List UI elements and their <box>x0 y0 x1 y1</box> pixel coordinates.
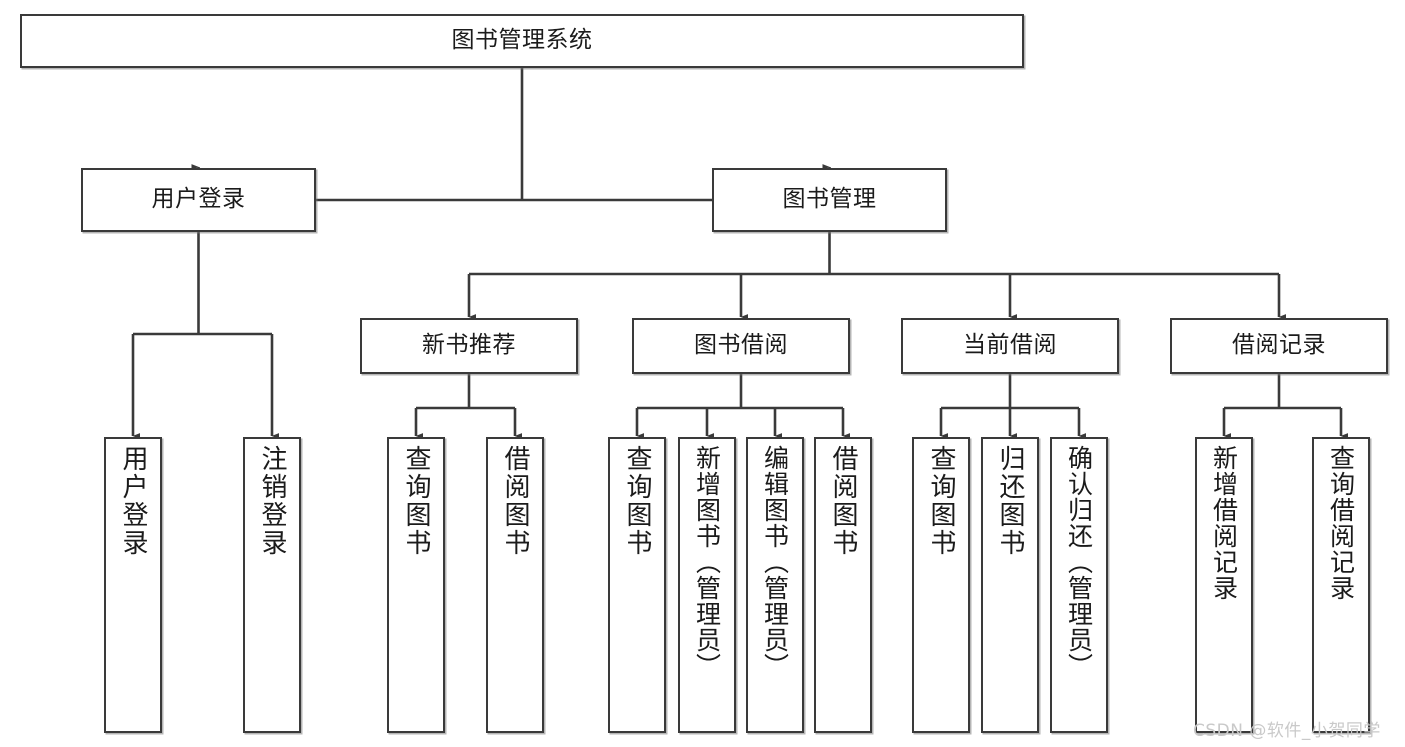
csdn-watermark: CSDN @软件_小贺同学 <box>1193 721 1381 741</box>
node-label: 查询图书 <box>401 445 431 557</box>
node-label: 图书借阅 <box>694 332 788 359</box>
node-leaf-recommend-borrow-book[interactable]: 借阅图书 <box>486 437 544 733</box>
node-leaf-record-add[interactable]: 新增借阅记录 <box>1195 437 1253 733</box>
node-label: 用户登录 <box>151 186 246 213</box>
node-label: 新书推荐 <box>422 332 516 359</box>
node-label: 图书管理系统 <box>451 27 593 54</box>
node-leaf-borrow-borrow-book[interactable]: 借阅图书 <box>814 437 872 733</box>
node-leaf-current-return-book[interactable]: 归还图书 <box>981 437 1039 733</box>
node-label: 确认归还（管理员） <box>1064 445 1094 679</box>
node-label: 注销登录 <box>257 445 287 557</box>
node-leaf-user-login[interactable]: 用户登录 <box>104 437 162 733</box>
node-new-book-recommend[interactable]: 新书推荐 <box>360 318 578 374</box>
node-label: 查询图书 <box>926 445 956 557</box>
node-label: 归还图书 <box>995 445 1025 557</box>
node-label: 编辑图书（管理员） <box>760 445 790 679</box>
node-leaf-user-logout[interactable]: 注销登录 <box>243 437 301 733</box>
node-leaf-current-query-book[interactable]: 查询图书 <box>912 437 970 733</box>
node-leaf-record-query[interactable]: 查询借阅记录 <box>1312 437 1370 733</box>
node-label: 新增图书（管理员） <box>692 445 722 679</box>
node-system-root[interactable]: 图书管理系统 <box>20 14 1024 68</box>
node-book-borrow[interactable]: 图书借阅 <box>632 318 850 374</box>
node-leaf-current-confirm-return[interactable]: 确认归还（管理员） <box>1050 437 1108 733</box>
node-leaf-borrow-edit-book[interactable]: 编辑图书（管理员） <box>746 437 804 733</box>
node-leaf-borrow-add-book[interactable]: 新增图书（管理员） <box>678 437 736 733</box>
node-current-borrow[interactable]: 当前借阅 <box>901 318 1119 374</box>
node-book-manage[interactable]: 图书管理 <box>712 168 947 232</box>
node-label: 查询借阅记录 <box>1326 445 1356 601</box>
node-borrow-record[interactable]: 借阅记录 <box>1170 318 1388 374</box>
node-label: 新增借阅记录 <box>1209 445 1239 601</box>
node-label: 用户登录 <box>118 445 148 557</box>
node-label: 借阅记录 <box>1232 332 1326 359</box>
node-label: 当前借阅 <box>963 332 1057 359</box>
node-user-login[interactable]: 用户登录 <box>81 168 316 232</box>
node-label: 借阅图书 <box>500 445 530 557</box>
node-label: 借阅图书 <box>828 445 858 557</box>
node-leaf-recommend-query-book[interactable]: 查询图书 <box>387 437 445 733</box>
node-label: 查询图书 <box>622 445 652 557</box>
node-label: 图书管理 <box>782 186 877 213</box>
node-leaf-borrow-query-book[interactable]: 查询图书 <box>608 437 666 733</box>
